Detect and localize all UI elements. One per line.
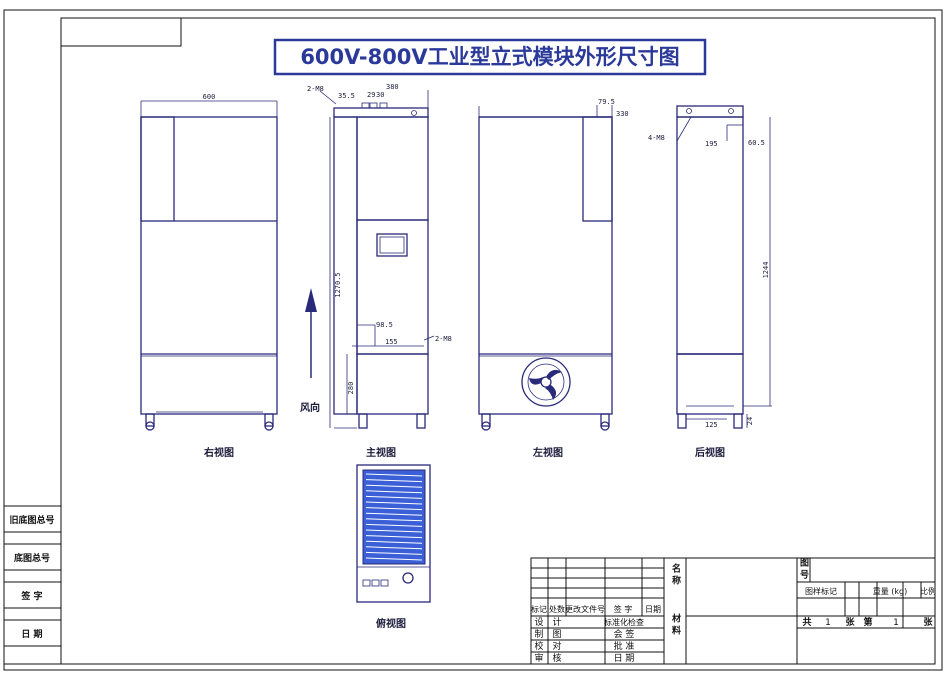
grill-slat: [365, 512, 423, 516]
rear-dim-4: 24: [746, 417, 754, 425]
grill-slat: [365, 495, 423, 499]
rear-dim-2: 60.5: [748, 139, 765, 147]
side-cell-1: 底图总号: [14, 552, 50, 564]
grill-slat: [365, 546, 423, 550]
grill-slat: [365, 518, 423, 522]
side-block: [3, 505, 62, 665]
title-box: [273, 38, 707, 76]
side-cell-3: 日 期: [21, 628, 42, 640]
mid-0: 标准化检查: [604, 617, 644, 627]
main-view-label: 主视图: [366, 446, 396, 459]
stage-label: 图样标记: [805, 586, 837, 596]
right-width-dim: 600: [203, 93, 216, 101]
grill-slat: [365, 484, 423, 488]
scale-label: 比例: [920, 586, 936, 596]
right-view: 600: [140, 93, 278, 431]
wind-direction-label: 风向: [300, 401, 320, 414]
left-view-label: 左视图: [532, 446, 563, 459]
grill-slat: [365, 523, 423, 527]
main-dim-3: 30: [376, 91, 384, 99]
drawing-no-label: 图 号: [798, 557, 809, 579]
rear-screw: 4-M8: [648, 134, 665, 142]
row-design-b: 计: [552, 616, 561, 628]
left-dim-1: 79.5: [598, 98, 615, 106]
grill-slat: [365, 473, 423, 477]
sheets-unit-1: 张: [845, 616, 855, 628]
grill-slat: [365, 535, 423, 539]
main-dim-5: 98.5: [376, 321, 393, 329]
corner-box: [60, 17, 182, 47]
mid-3: 日 期: [614, 653, 635, 664]
side-cell-2: 签 字: [20, 590, 42, 602]
grill-slat: [365, 540, 423, 544]
sheets-total: 1: [825, 618, 831, 628]
main-screw-low: 2-M8: [435, 335, 452, 343]
main-view: [319, 90, 435, 429]
top-view-label: 俯视图: [376, 617, 406, 630]
sheets-unit-2: 张: [923, 616, 933, 628]
rear-dim-3: 125: [705, 421, 718, 429]
mid-2: 批 准: [614, 640, 635, 652]
side-cell-0: 旧底图总号: [9, 514, 54, 526]
title-block: [530, 557, 936, 665]
grill-slat: [365, 557, 423, 561]
right-view-label: 右视图: [203, 446, 234, 459]
weight-label: 重量 (kg): [873, 586, 908, 596]
grill-slat: [365, 490, 423, 494]
main-dim-1: 35.5: [338, 92, 355, 100]
material-label: 材 料: [670, 612, 682, 635]
inner-border: [60, 17, 936, 665]
grill-slat: [365, 479, 423, 483]
left-dim-2: 330: [616, 110, 629, 118]
main-dim-4: 380: [386, 83, 399, 91]
rear-view: [676, 105, 772, 429]
sheets-total-label: 共: [802, 616, 811, 628]
row-draw-b: 图: [552, 629, 561, 640]
grill-slat: [365, 507, 423, 511]
rear-height-dim: 1244: [762, 262, 770, 279]
rev-header-0: 标记: [531, 604, 547, 614]
rear-view-label: 后视图: [695, 446, 725, 459]
rear-dim-1: 195: [705, 140, 718, 148]
name-label: 名 称: [670, 562, 681, 585]
rev-header-4: 日期: [645, 605, 661, 614]
main-dim-2: 29: [367, 91, 375, 99]
top-view: [356, 464, 431, 603]
main-dim-7: 280: [347, 382, 355, 395]
sheets-page-label: 第: [863, 616, 872, 628]
rev-header-2: 更改文件号: [565, 604, 605, 614]
main-screw-top: 2-M8: [307, 85, 324, 93]
grill-slat: [365, 501, 423, 505]
wind-arrow-icon: [305, 288, 317, 378]
row-check-b: 对: [552, 640, 561, 652]
row-check-a: 校: [534, 640, 543, 652]
row-draw-a: 制: [534, 628, 543, 640]
grill-slat: [365, 551, 423, 555]
main-height-dim: 1270.5: [334, 272, 342, 297]
outer-border: [3, 9, 943, 671]
fan-icon: [521, 357, 571, 407]
mid-1: 会 签: [614, 628, 635, 640]
left-view: [478, 105, 613, 431]
rev-header-1: 处数: [549, 604, 565, 614]
row-design-a: 设: [534, 617, 543, 628]
main-dim-6: 155: [385, 338, 398, 346]
rev-header-3: 签 字: [614, 604, 633, 614]
sheets-page: 1: [893, 618, 899, 628]
drawing-title: 600V-800V工业型立式模块外形尺寸图: [300, 45, 679, 69]
row-review-a: 审: [534, 652, 543, 664]
grill-slat: [365, 529, 423, 533]
row-review-b: 核: [552, 652, 561, 664]
